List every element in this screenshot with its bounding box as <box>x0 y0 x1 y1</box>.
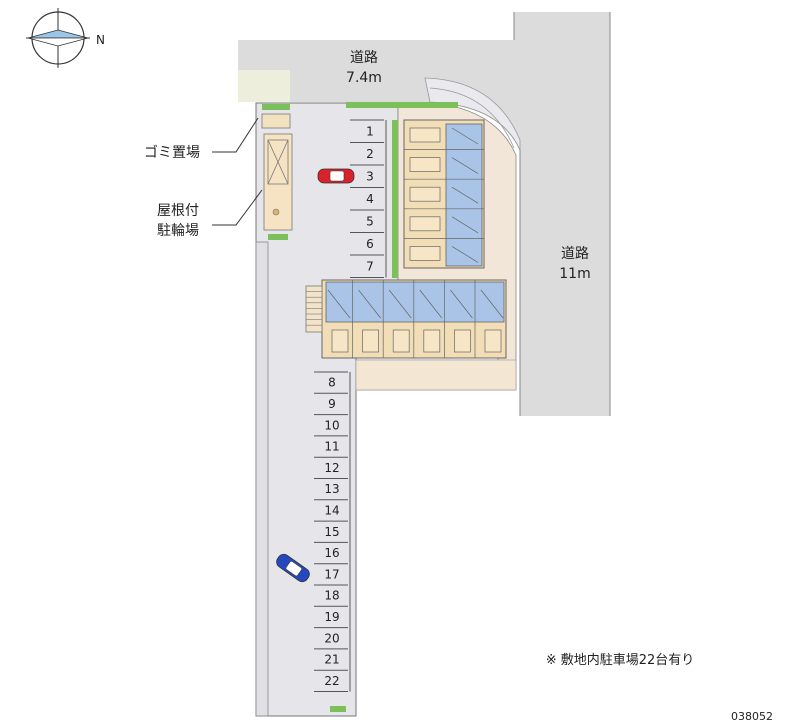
property-code: 038052 <box>731 710 773 723</box>
right-road-width: 11m <box>559 266 590 282</box>
parking-spot-number: 17 <box>324 567 339 581</box>
parking-spot-number: 20 <box>324 631 339 645</box>
top-road-name: 道路 <box>350 50 378 66</box>
green-strip-bike <box>268 234 288 240</box>
road-corner-band <box>424 77 521 151</box>
compass-north-label: N <box>96 33 105 47</box>
parking-spot-number: 16 <box>324 546 339 560</box>
garbage-area <box>261 113 291 129</box>
parking-spot-number: 7 <box>366 259 374 273</box>
parking-spot-number: 14 <box>324 503 339 517</box>
building-a <box>403 119 485 269</box>
parking-spot-number: 6 <box>366 237 374 251</box>
parking-spot-number: 21 <box>324 653 339 667</box>
parking-spot-number: 12 <box>324 461 339 475</box>
green-strip-vertical <box>392 120 398 278</box>
parking-spot-number: 8 <box>328 376 336 390</box>
green-strip-bottom <box>330 706 346 712</box>
compass-rose-icon: N <box>26 8 105 68</box>
green-strip-top <box>346 102 458 108</box>
parking-spot-lines <box>314 119 387 692</box>
parking-spot-number: 11 <box>324 440 339 454</box>
parking-spot-number: 18 <box>324 589 339 603</box>
sidewalk-patch <box>238 70 290 102</box>
parking-spot-number: 15 <box>324 525 339 539</box>
parking-spot-number: 19 <box>324 610 339 624</box>
red-car-icon <box>317 168 355 184</box>
parking-spot-number: 1 <box>366 124 374 138</box>
garbage-label: ゴミ置場 <box>144 144 200 161</box>
parking-spot-number: 13 <box>324 482 339 496</box>
parking-spot-number: 5 <box>366 214 374 228</box>
blue-car-icon <box>276 553 310 583</box>
parking-spot-number: 9 <box>328 397 336 411</box>
right-road-name: 道路 <box>561 246 589 262</box>
top-road <box>238 12 610 416</box>
top-road-width: 7.4m <box>346 70 382 86</box>
bike-label-line1: 屋根付 <box>157 203 199 219</box>
parking-spot-number: 4 <box>366 192 374 206</box>
bike-label-line2: 駐輪場 <box>157 222 199 239</box>
parking-spot-number: 2 <box>366 147 374 161</box>
parking-spot-number: 3 <box>366 169 374 183</box>
parking-note: ※ 敷地内駐車場22台有り <box>546 652 695 668</box>
parking-spot-number: 10 <box>324 418 339 432</box>
unit-dividers <box>327 127 504 358</box>
bike-parking <box>263 133 293 231</box>
green-strip-left <box>262 104 290 110</box>
stairs <box>305 285 323 333</box>
parking-spot-number: 22 <box>324 674 339 688</box>
